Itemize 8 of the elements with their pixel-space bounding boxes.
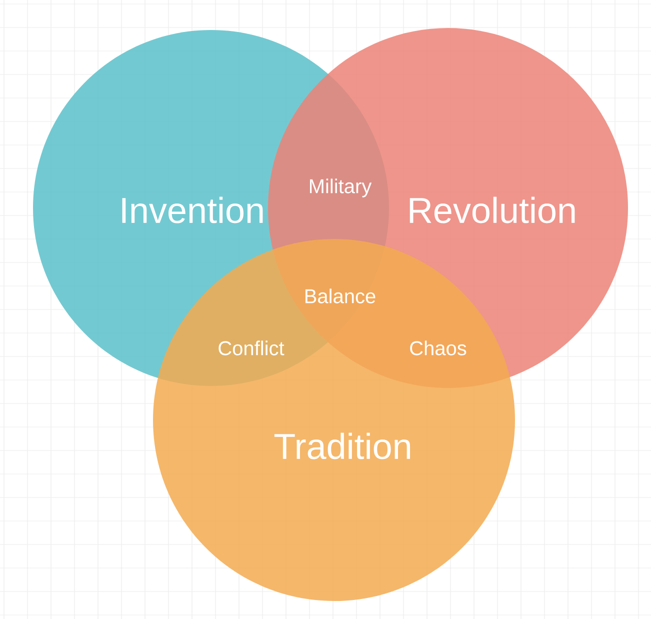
overlap-label: Conflict bbox=[218, 340, 284, 356]
circle-label: Revolution bbox=[410, 196, 575, 224]
circle-label: Tradition bbox=[274, 432, 410, 460]
overlap-label: Chaos bbox=[410, 340, 466, 356]
overlap-label: Balance bbox=[306, 288, 376, 304]
overlap-label: Military bbox=[310, 178, 372, 198]
circle-label: Invention bbox=[122, 196, 263, 224]
venn-circle bbox=[153, 239, 515, 601]
